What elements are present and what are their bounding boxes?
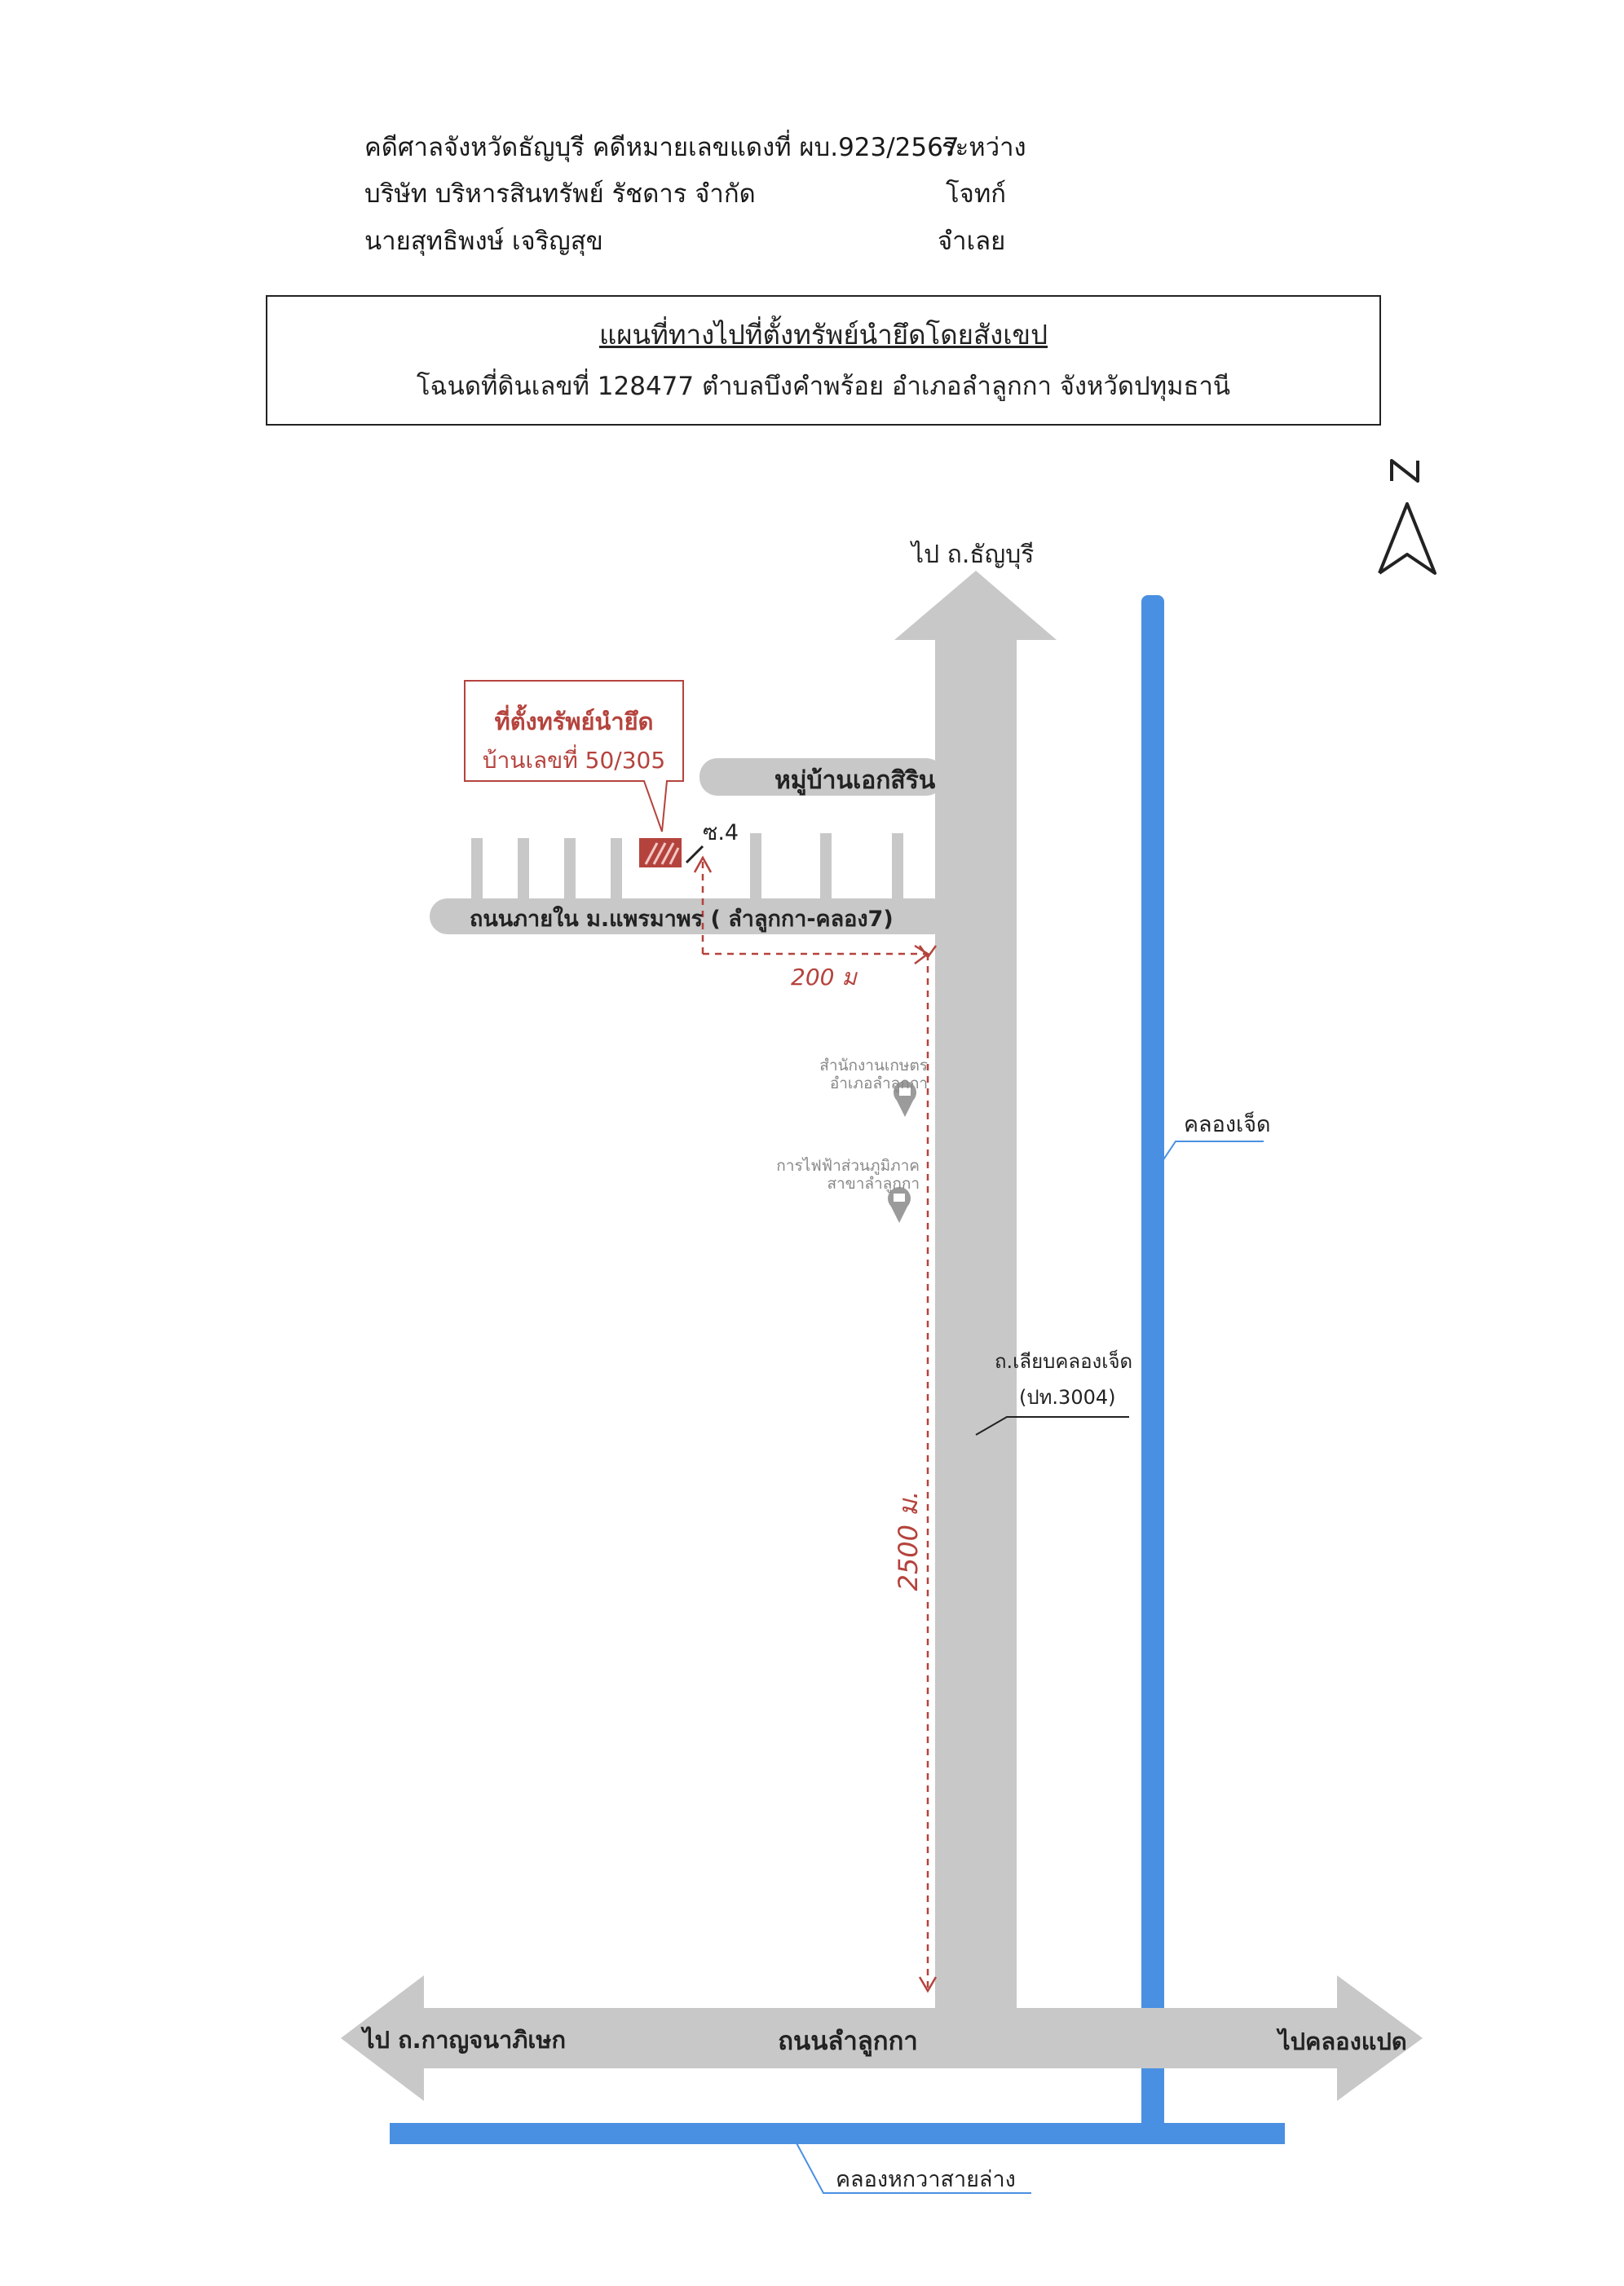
route-arrowheads xyxy=(693,855,938,1993)
soi-street xyxy=(820,833,832,903)
plaintiff-name: บริษัท บริหารสินทรัพย์ รัชดาร จำกัด xyxy=(364,179,756,209)
lower-canal-leader xyxy=(794,2139,1031,2194)
lower-canal xyxy=(390,2123,1285,2144)
defendant-name: นายสุทธิพงษ์ เจริญสุข xyxy=(364,227,603,256)
lamlukka-road-label: ถนนลำลูกกา xyxy=(778,2027,918,2057)
to-khlong8-label: ไปคลองแปด xyxy=(1276,2028,1407,2055)
soi-pointer xyxy=(685,845,704,864)
lamlukka-road xyxy=(341,1975,1423,2101)
soi-street xyxy=(518,838,529,903)
inner-road-label: ถนนภายใน ม.แพรมาพร ( ลำลูกกา-คลอง7) xyxy=(470,906,894,933)
road-khlong7-line2: (ปท.3004) xyxy=(1019,1386,1116,1409)
case-number-line: คดีศาลจังหวัดธัญบุรี คดีหมายเลขแดงที่ ผบ… xyxy=(364,133,960,162)
north-arrow-icon xyxy=(1378,459,1436,575)
canal-khlong7 xyxy=(1141,595,1164,2134)
road-khlong7-line1: ถ.เลียบคลองเจ็ด xyxy=(995,1349,1132,1373)
soi-street xyxy=(471,838,483,903)
poi-agri-line2: อำเภอลำลูกกา xyxy=(830,1075,928,1092)
soi-street xyxy=(564,838,576,903)
soi-street xyxy=(611,838,622,903)
lower-canal-label: คลองหกวาสายล่าง xyxy=(836,2167,1016,2192)
inner-road xyxy=(430,898,951,934)
village-label: หมู่บ้านเอกสิริน xyxy=(774,766,936,796)
plaintiff-role: โจทก์ xyxy=(946,179,1007,209)
map-title-box: แผนที่ทางไปที่ตั้งทรัพย์นำยึดโดยสังเขป โ… xyxy=(266,295,1381,426)
poi-elec-line1: การไฟฟ้าส่วนภูมิภาค xyxy=(776,1157,920,1175)
callout-line1: ที่ตั้งทรัพย์นำยึด xyxy=(495,704,654,735)
soi-label: ซ.4 xyxy=(703,820,739,845)
canal-khlong7-label: คลองเจ็ด xyxy=(1184,1110,1271,1137)
pin-icon xyxy=(894,1063,917,1117)
distance-200-label: 200 ม xyxy=(791,964,858,991)
canal-label-leader xyxy=(1149,1141,1264,1181)
soi-street xyxy=(750,833,761,903)
to-kanchanaphisek-label: ไป ถ.กาญจนาภิเษก xyxy=(360,2026,566,2054)
marker-hatching xyxy=(644,842,680,865)
callout-line2: บ้านเลขที่ 50/305 xyxy=(483,744,665,774)
main-road-khlong7 xyxy=(894,571,1057,2010)
between-label: ระหว่าง xyxy=(942,133,1026,162)
property-callout xyxy=(464,680,684,832)
map-title: แผนที่ทางไปที่ตั้งทรัพย์นำยึดโดยสังเขป xyxy=(598,319,1048,351)
label-to-thanyaburi: ไป ถ.ธัญบุรี xyxy=(910,540,1034,570)
poi-elec-line2: สาขาลำลูกกา xyxy=(827,1175,920,1193)
defendant-role: จำเลย xyxy=(938,227,1006,256)
deed-description: โฉนดที่ดินเลขที่ 128477 ตำบลบึงคำพร้อย อ… xyxy=(416,372,1231,401)
soi-street xyxy=(892,833,903,903)
pin-icon xyxy=(888,1187,911,1223)
soi-group xyxy=(471,833,903,903)
route-path xyxy=(701,860,929,1989)
poi-agri-line1: สำนักงานเกษตร xyxy=(819,1057,928,1075)
village-road xyxy=(699,758,944,796)
distance-2500-label: 2500 ม. xyxy=(893,1491,924,1591)
road-label-leader xyxy=(975,1416,1129,1436)
